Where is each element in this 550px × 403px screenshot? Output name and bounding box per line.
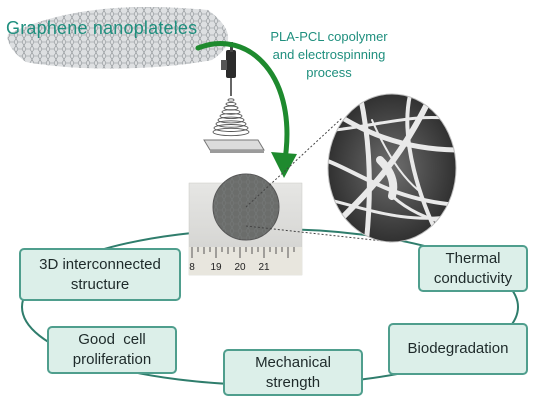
process-line: and electrospinning: [272, 47, 386, 62]
property-label: structure: [70, 275, 130, 293]
property-label: Biodegradation: [407, 340, 509, 357]
property-thermal-conductivity: Thermal conductivity: [418, 245, 528, 292]
process-line: PLA-PCL copolymer: [270, 29, 388, 44]
property-mechanical-strength: Mechanical strength: [223, 349, 363, 396]
graphene-label: Graphene nanoplateles: [6, 18, 198, 38]
electrospinning-apparatus-illustration: [203, 42, 265, 153]
property-label: Thermal: [445, 249, 501, 267]
sample-photo: 8 19 20 21: [188, 173, 303, 276]
sem-micrograph: [327, 93, 457, 243]
property-label: conductivity: [433, 269, 513, 287]
process-line: process: [306, 65, 352, 80]
property-label: Mechanical: [255, 353, 331, 371]
property-label: 3D interconnected: [39, 255, 161, 273]
property-3d-interconnected-structure: 3D interconnected structure: [19, 248, 181, 301]
property-label: Good cell: [78, 331, 146, 348]
property-label: proliferation: [72, 351, 152, 368]
ruler-tick-label: 21: [258, 262, 270, 273]
property-good-cell-proliferation: Good cell proliferation: [47, 326, 177, 374]
process-description: PLA-PCL copolymer and electrospinning pr…: [244, 28, 414, 82]
property-label: strength: [265, 373, 321, 391]
property-biodegradation: Biodegradation: [388, 323, 528, 375]
process-arrow: [195, 41, 297, 178]
graphene-sheet-illustration: [7, 7, 229, 69]
ruler-tick-label: 8: [189, 262, 195, 273]
ruler-tick-label: 20: [234, 262, 246, 273]
ruler-tick-label: 19: [210, 262, 222, 273]
zoom-lines: [245, 117, 393, 243]
